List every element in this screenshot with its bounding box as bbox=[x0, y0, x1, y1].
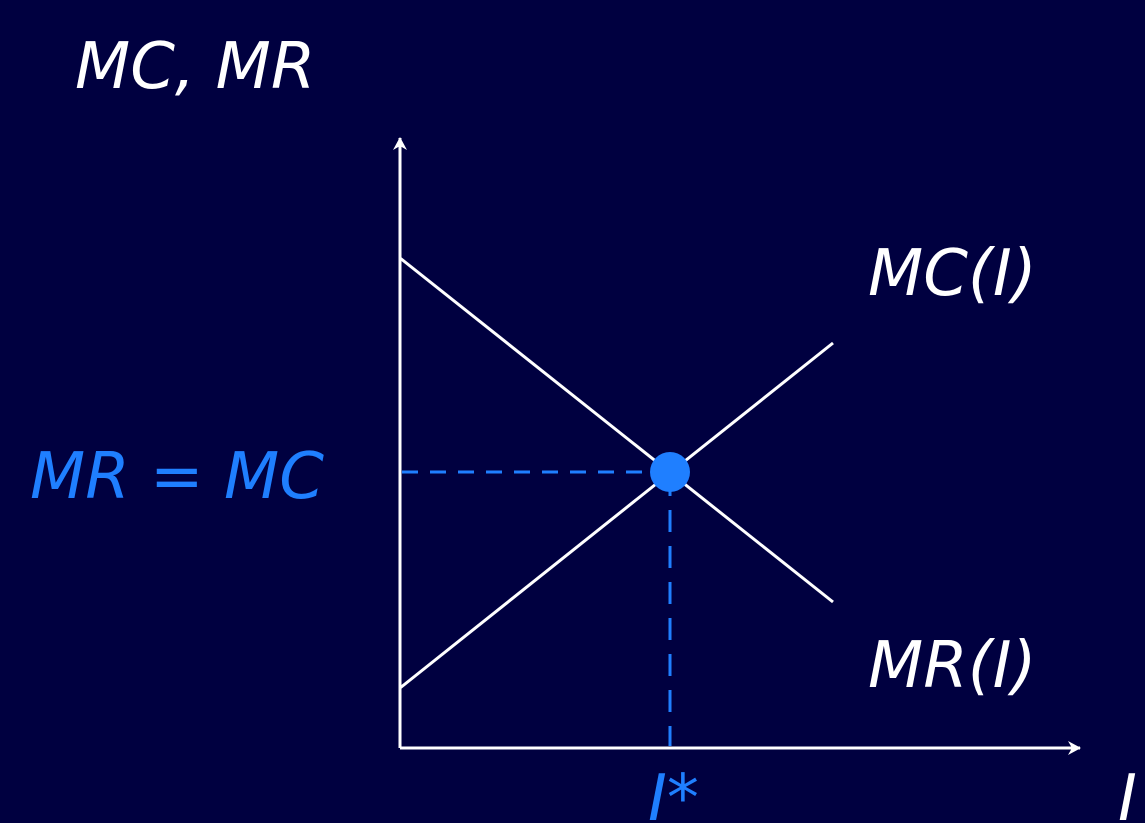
y-axis-label: MC, MR bbox=[75, 30, 315, 104]
equilibrium-point bbox=[650, 452, 690, 492]
mc-curve bbox=[399, 341, 834, 690]
x-axis-label: I bbox=[1118, 762, 1137, 823]
mc-curve-label: MC(I) bbox=[868, 237, 1037, 311]
equilibrium-quantity-label: I* bbox=[648, 762, 699, 823]
mr-curve bbox=[399, 256, 834, 604]
mr-curve-label: MR(I) bbox=[868, 629, 1037, 703]
equilibrium-label: MR = MC bbox=[30, 440, 324, 514]
